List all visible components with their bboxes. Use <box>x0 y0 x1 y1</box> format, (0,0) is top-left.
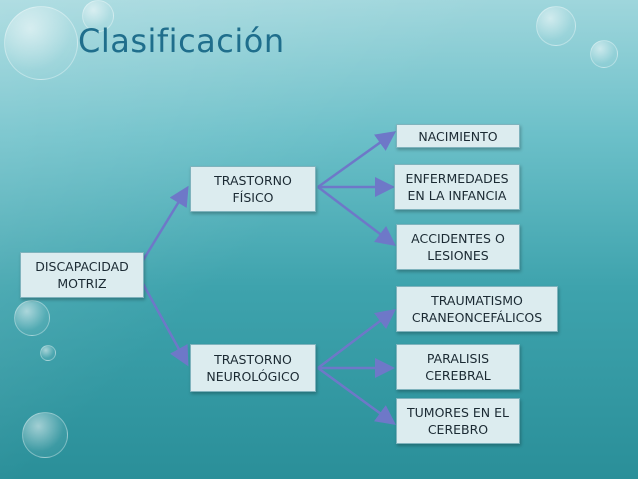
decorative-bubble <box>590 40 618 68</box>
node-nacimiento: NACIMIENTO <box>396 124 520 148</box>
decorative-bubble <box>82 0 114 32</box>
node-accidentes: ACCIDENTES O LESIONES <box>396 224 520 270</box>
decorative-bubble <box>14 300 50 336</box>
decorative-bubble <box>4 6 78 80</box>
node-paralisis: PARALISIS CEREBRAL <box>396 344 520 390</box>
node-traumatismo: TRAUMATISMO CRANEONCEFÁLICOS <box>396 286 558 332</box>
arrow-root-to-neurologico <box>140 281 189 367</box>
slide-title: Clasificación <box>78 22 285 60</box>
arrow-fisico-to-accidentes <box>317 186 396 247</box>
decorative-bubble <box>40 345 56 361</box>
node-trastorno-neurologico: TRASTORNO NEUROLÓGICO <box>190 344 316 392</box>
decorative-bubble <box>536 6 576 46</box>
arrow-fisico-to-nacimiento <box>317 131 397 189</box>
arrow-root-to-fisico <box>140 185 189 263</box>
node-tumores: TUMORES EN EL CEREBRO <box>396 398 520 444</box>
arrow-neuro-to-traumatismo <box>317 308 396 369</box>
node-discapacidad-motriz: DISCAPACIDAD MOTRIZ <box>20 252 144 298</box>
decorative-bubble <box>22 412 68 458</box>
node-trastorno-fisico: TRASTORNO FÍSICO <box>190 166 316 212</box>
node-enfermedades: ENFERMEDADES EN LA INFANCIA <box>394 164 520 210</box>
arrow-neuro-to-tumores <box>317 366 397 425</box>
